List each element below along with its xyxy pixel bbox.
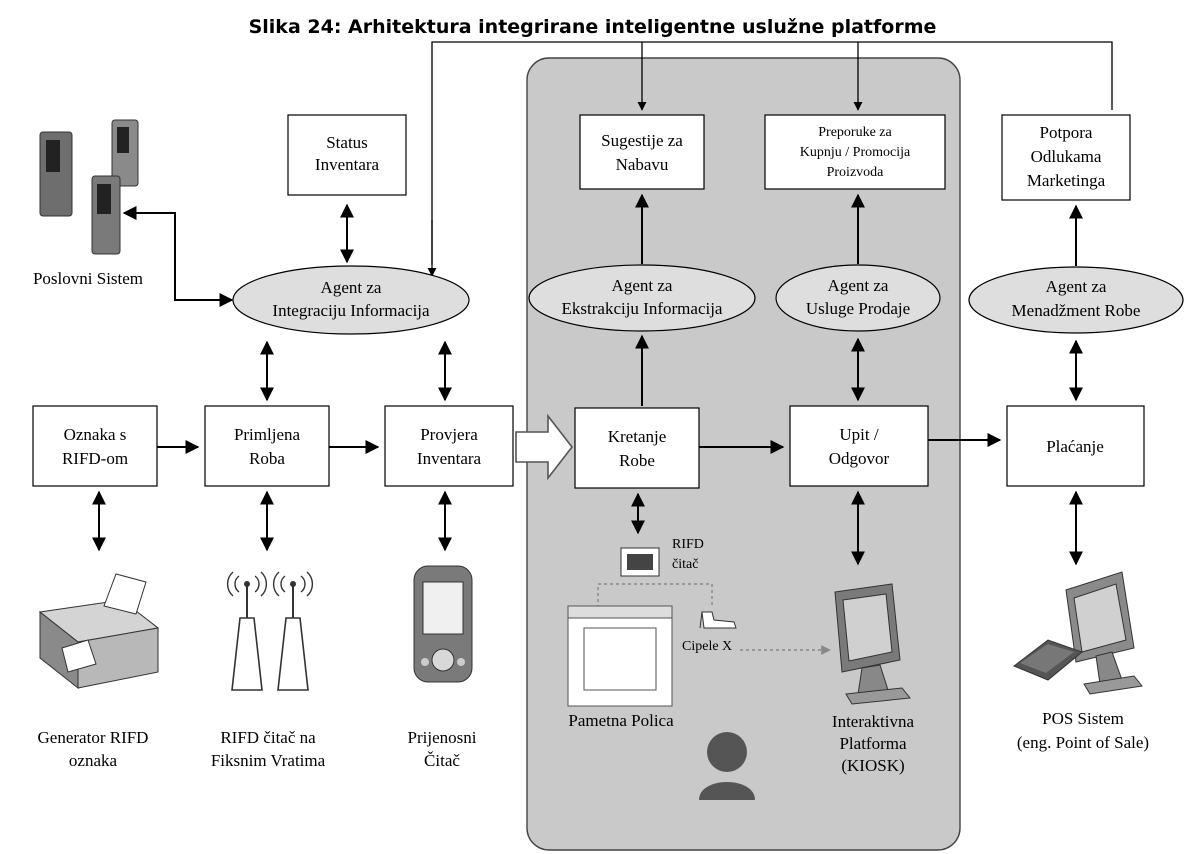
placanje-label: Plaćanje <box>1046 437 1104 456</box>
pos-computer-icon <box>1013 571 1143 695</box>
cipele-label: Cipele X <box>682 639 732 654</box>
pos-label: POS Sistem(eng. Point of Sale) <box>1017 709 1149 752</box>
flow-arrow <box>515 413 574 481</box>
agent-ekstrakcija-node <box>528 264 756 332</box>
feedback-connectors <box>427 41 1113 277</box>
upit-label: Upit /Odgovor <box>829 425 890 468</box>
agent-integracija-node <box>232 265 470 335</box>
agent-usluge-node <box>775 264 941 332</box>
figure-title: Slika 24: Arhitektura integrirane inteli… <box>248 16 937 38</box>
agent-menadzment-node <box>968 266 1184 334</box>
shoe-icon <box>699 611 737 629</box>
pametna-polica-label: Pametna Polica <box>568 711 674 730</box>
placanje-node: Plaćanje <box>1006 405 1145 487</box>
person-icon <box>699 732 755 800</box>
poslovni-sistem-label: Poslovni Sistem <box>33 269 143 288</box>
antenna-icon <box>226 571 314 691</box>
upit-node: Upit /Odgovor <box>789 405 929 487</box>
handheld-reader-icon <box>413 565 473 683</box>
rfid-reader-icon <box>620 547 660 577</box>
smart-shelf-icon <box>567 605 673 707</box>
connectors <box>92 193 1083 566</box>
server-icon <box>39 119 139 255</box>
printer-icon <box>38 573 160 690</box>
kiosk-monitor-icon <box>834 583 911 705</box>
